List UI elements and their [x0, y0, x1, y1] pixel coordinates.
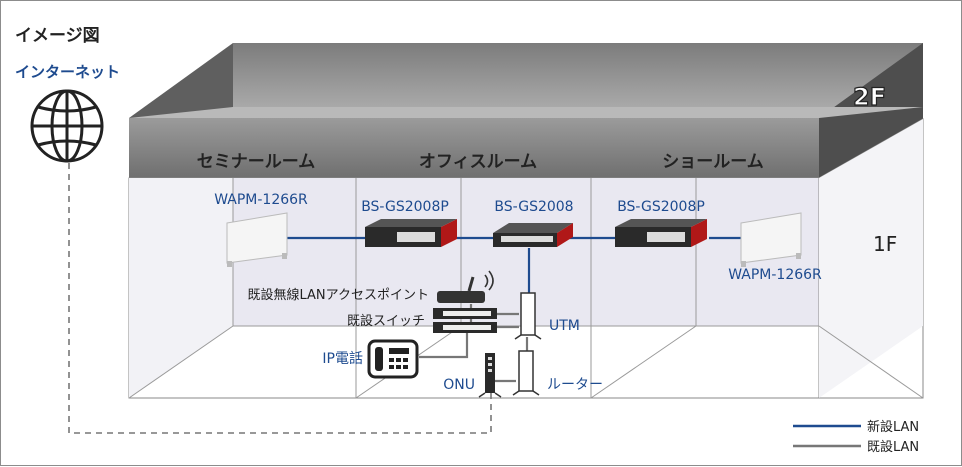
switch-right-label: BS-GS2008P: [617, 199, 705, 215]
floor-2-edge: [129, 107, 923, 118]
room-right-wall: [819, 119, 923, 398]
utm-label: UTM: [549, 318, 580, 334]
onu-label: ONU: [443, 377, 475, 393]
room-office: オフィスルーム: [419, 152, 537, 172]
router-device: [512, 350, 540, 396]
switch-left-label: BS-GS2008P: [361, 199, 449, 215]
page-title: イメージ図: [15, 26, 100, 46]
ap-left: [226, 212, 288, 267]
phone-icon: [367, 339, 419, 379]
building-top: [233, 43, 923, 107]
router-label: ルーター: [547, 377, 603, 393]
switch-center: [493, 223, 573, 247]
ap-right: [740, 212, 802, 267]
room-left-wall: [129, 178, 233, 398]
room-seminar: セミナールーム: [197, 152, 316, 172]
floor-1-label: 1F: [873, 232, 897, 256]
internet-label: インターネット: [15, 63, 120, 81]
legend: 新設LAN 既設LAN: [793, 419, 919, 455]
existing-switch-label: 既設スイッチ: [347, 313, 425, 329]
onu-device: [478, 353, 502, 398]
switch-left: [365, 219, 457, 247]
ip-phone-label: IP電話: [322, 350, 363, 367]
existing-switch: [433, 308, 497, 333]
room-showroom: ショールーム: [662, 152, 764, 172]
ap-right-label: WAPM-1266R: [728, 267, 822, 283]
floor-2-band: [129, 118, 819, 178]
switch-right: [615, 219, 707, 247]
floor-2-label: 2F: [853, 83, 886, 111]
internet-dashed-line: [68, 163, 492, 434]
existing-ap: [437, 270, 494, 303]
globe-icon: [30, 89, 104, 163]
switch-center-label: BS-GS2008: [494, 199, 573, 215]
ap-left-label: WAPM-1266R: [214, 192, 308, 208]
legend-new-lan-label: 新設LAN: [867, 419, 919, 435]
utm-device: [514, 292, 542, 340]
legend-existing-lan-label: 既設LAN: [867, 439, 919, 455]
existing-ap-label: 既設無線LANアクセスポイント: [247, 287, 429, 303]
